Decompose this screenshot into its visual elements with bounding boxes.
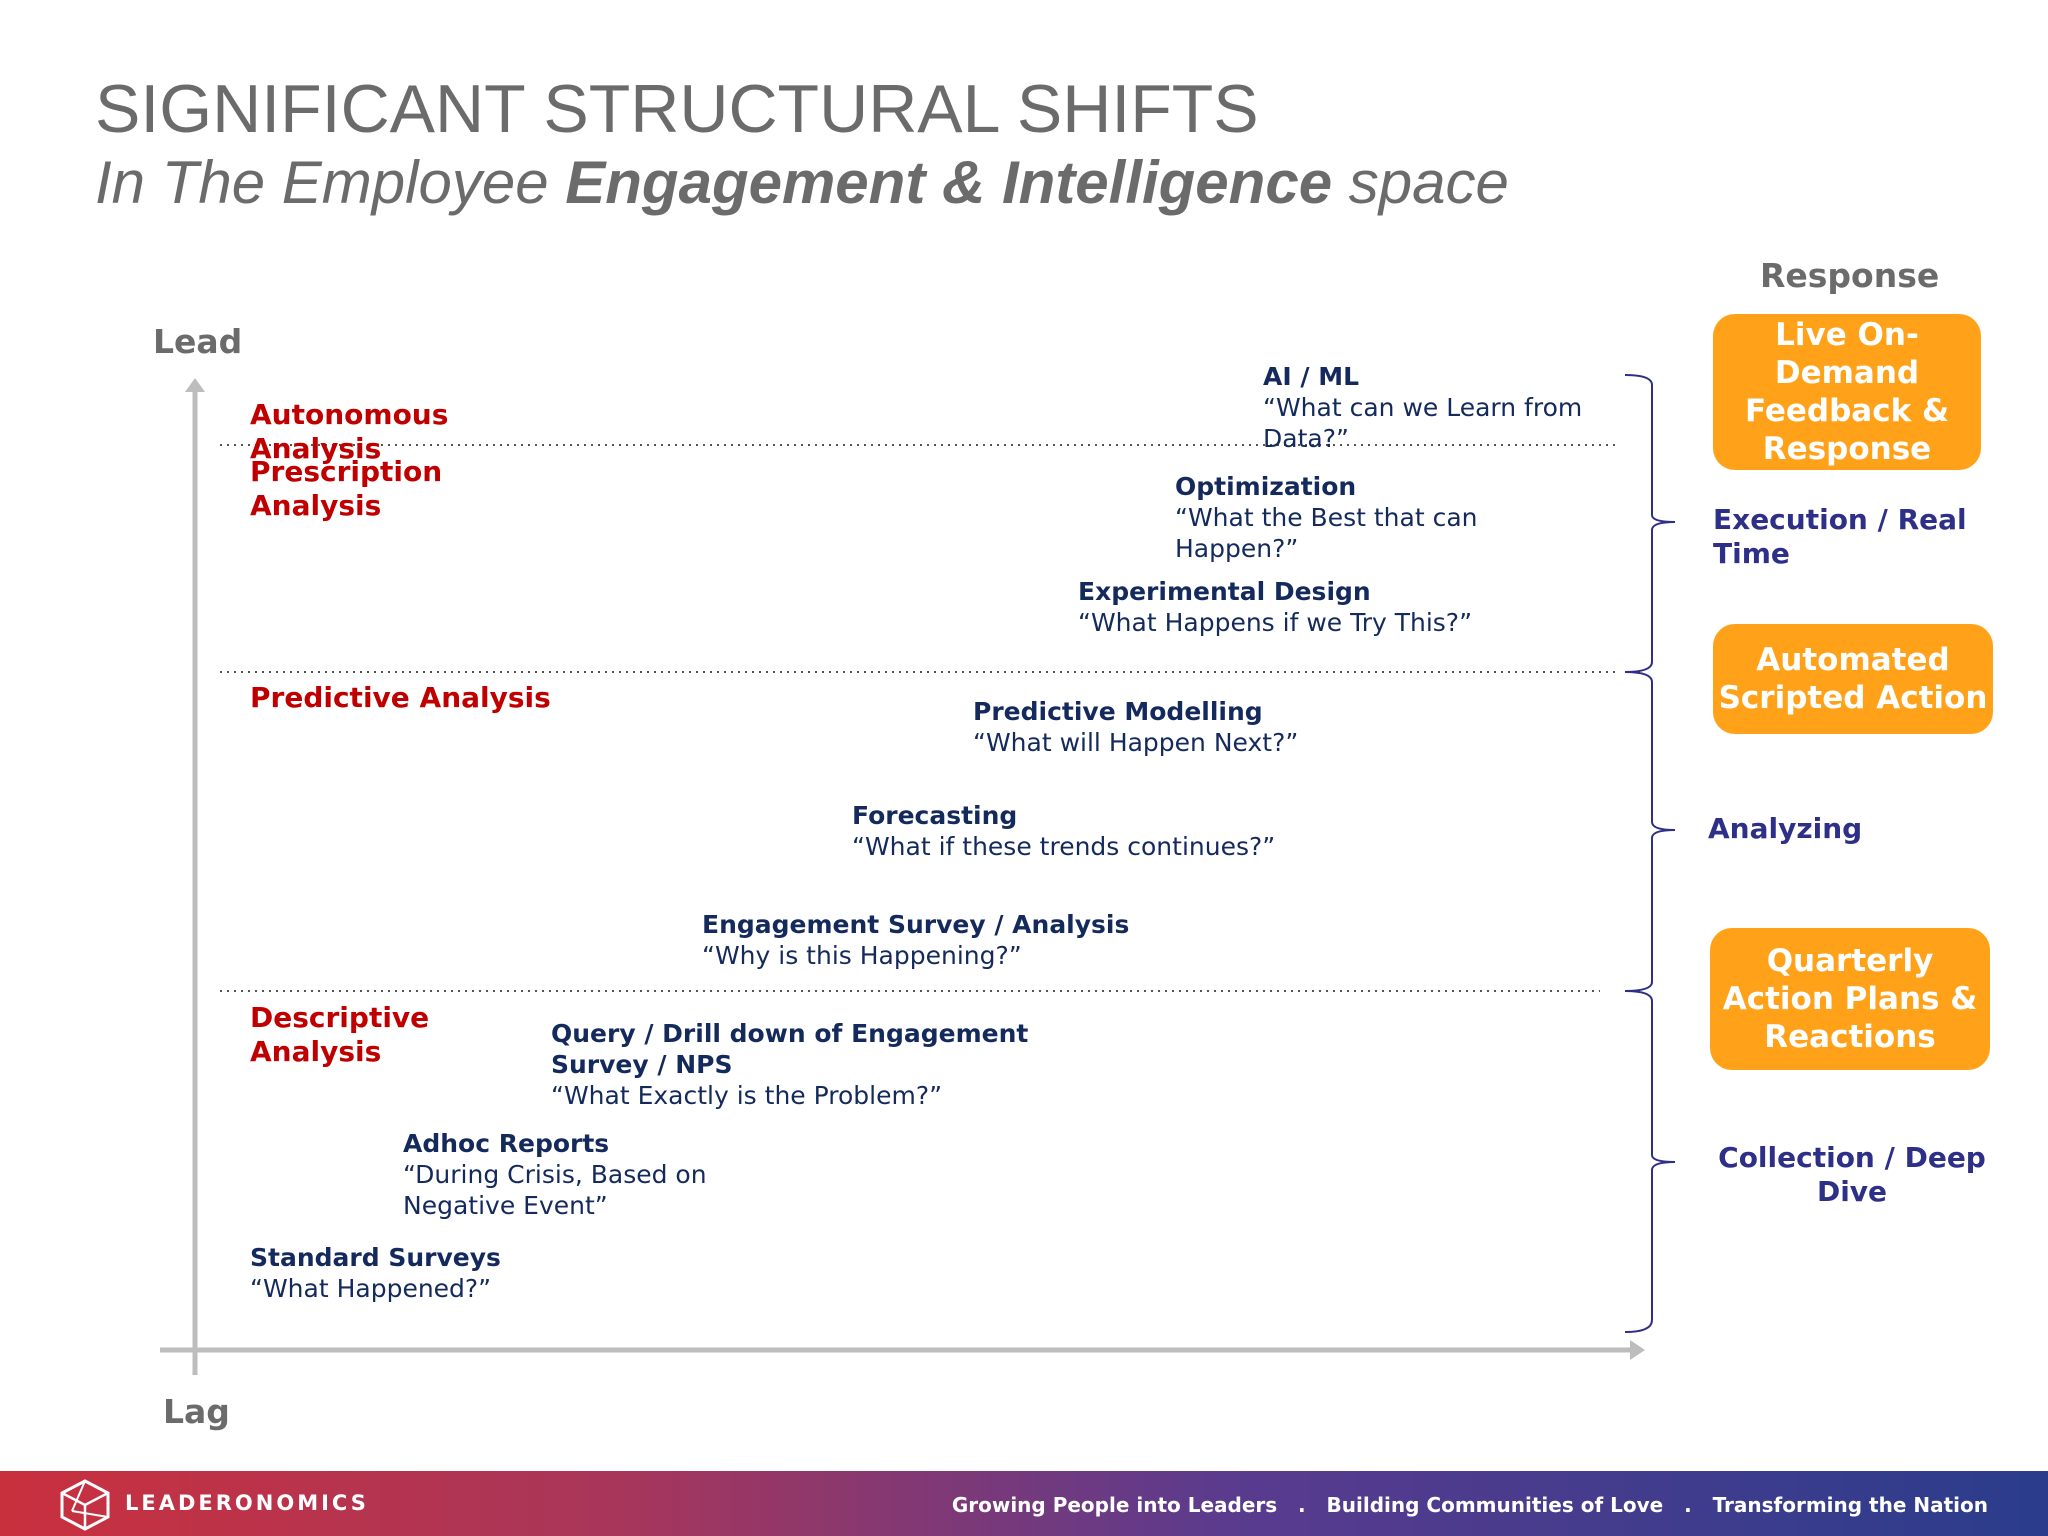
item-standard-surveys: Standard Surveys “What Happened?” [250, 1242, 550, 1304]
item-query-drill-down: Query / Drill down of Engagement Survey … [551, 1018, 1031, 1111]
response-box-live-feedback: Live On-Demand Feedback & Response [1713, 314, 1981, 470]
item-engagement-survey: Engagement Survey / Analysis “Why is thi… [702, 909, 1142, 971]
item-title: Forecasting [852, 801, 1018, 830]
level-descriptive: Descriptive Analysis [250, 1001, 430, 1068]
item-title: Engagement Survey / Analysis [702, 910, 1130, 939]
subtitle-bold: Engagement & Intelligence [565, 149, 1333, 216]
item-question: “What can we Learn from Data?” [1263, 393, 1583, 453]
response-header: Response [1760, 256, 1940, 295]
level-prescription: Prescription Analysis [250, 455, 443, 522]
subtitle-suffix: space [1332, 149, 1509, 216]
leaderonomics-logo-icon [60, 1479, 110, 1531]
y-axis [185, 378, 205, 1375]
response-box-automated: Automated Scripted Action [1713, 624, 1993, 734]
item-question: “What the Best that can Happen?” [1175, 503, 1478, 563]
item-optimization: Optimization “What the Best that can Hap… [1175, 471, 1575, 564]
response-label-collection: Collection / Deep Dive [1718, 1141, 1986, 1208]
response-label-analyzing: Analyzing [1708, 812, 1863, 845]
item-adhoc-reports: Adhoc Reports “During Crisis, Based on N… [403, 1128, 823, 1221]
item-question: “What will Happen Next?” [973, 728, 1299, 757]
item-predictive-modelling: Predictive Modelling “What will Happen N… [973, 696, 1393, 758]
item-experimental-design: Experimental Design “What Happens if we … [1078, 576, 1498, 638]
page-title: SIGNIFICANT STRUCTURAL SHIFTS [95, 71, 1259, 147]
item-question: “During Crisis, Based on Negative Event” [403, 1160, 707, 1220]
page-subtitle: In The Employee Engagement & Intelligenc… [95, 148, 1509, 217]
footer-tagline: Growing People into Leaders . Building C… [951, 1493, 1988, 1517]
subtitle-prefix: In The Employee [95, 149, 566, 216]
item-title: Query / Drill down of Engagement Survey … [551, 1019, 1029, 1079]
bracket-analyzing [1624, 671, 1676, 992]
item-question: “What if these trends continues?” [852, 832, 1276, 861]
bracket-execution [1624, 374, 1676, 673]
axis-label-lag: Lag [163, 1392, 230, 1431]
item-question: “What Happens if we Try This?” [1078, 608, 1473, 637]
item-forecasting: Forecasting “What if these trends contin… [852, 800, 1292, 862]
level-predictive: Predictive Analysis [250, 681, 551, 714]
x-axis [160, 1340, 1645, 1360]
response-box-quarterly: Quarterly Action Plans & Reactions [1710, 928, 1990, 1070]
item-title: Predictive Modelling [973, 697, 1263, 726]
response-label-execution: Execution / Real Time [1713, 503, 1967, 570]
item-title: Adhoc Reports [403, 1129, 610, 1158]
item-question: “What Happened?” [250, 1274, 492, 1303]
item-title: Optimization [1175, 472, 1357, 501]
item-title: Standard Surveys [250, 1243, 501, 1272]
item-ai-ml: AI / ML “What can we Learn from Data?” [1263, 361, 1643, 454]
axis-label-lead: Lead [153, 322, 243, 361]
item-title: Experimental Design [1078, 577, 1371, 606]
item-question: “Why is this Happening?” [702, 941, 1022, 970]
footer-brand: LEADERONOMICS [125, 1491, 369, 1515]
footer-bar [0, 1471, 2048, 1536]
level-autonomous: Autonomous Analysis [250, 398, 449, 465]
bracket-collection [1624, 990, 1676, 1333]
item-question: “What Exactly is the Problem?” [551, 1081, 943, 1110]
item-title: AI / ML [1263, 362, 1359, 391]
